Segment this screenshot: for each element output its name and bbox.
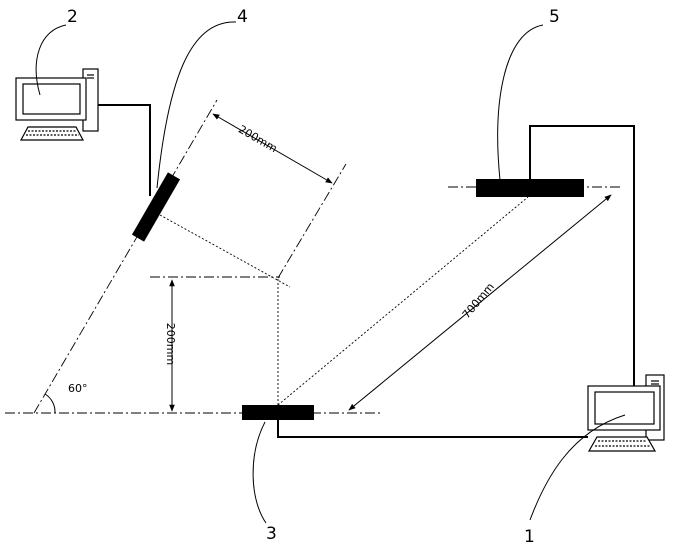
device-4-bar [132,172,180,241]
leader-5 [498,25,543,180]
beam-device3-to-device5 [278,197,528,405]
device-3-bar [242,405,314,420]
dimension-label-700mm: 700mm [460,280,497,321]
label-2: 2 [67,7,78,27]
dimension-label-200mm-vertical: 200mm [164,323,177,365]
device-5-bar [476,179,584,197]
leader-3 [253,422,266,523]
cables [98,105,634,437]
parallel-incline-axis [278,164,346,278]
leader-lines [36,22,625,523]
angle-arc [45,394,55,413]
angle-label: 60° [68,382,88,395]
computer-1-icon [588,375,664,451]
leader-4 [157,22,236,188]
beam-device4-perpendicular [160,215,290,287]
leader-1 [530,415,625,520]
dimension-label-200mm-incline: 200mm [236,123,279,155]
label-3: 3 [266,524,277,544]
label-4: 4 [237,7,248,27]
device-bars [132,172,584,420]
label-5: 5 [549,7,560,27]
cable-device3-to-computer1 [278,420,588,437]
cable-computer2-to-device4 [98,105,150,196]
computer-2-icon [16,69,98,140]
cable-device5-to-computer1 [530,126,634,386]
incline-axis-60deg [34,100,217,413]
dimension-arrows [172,114,611,411]
label-1: 1 [524,527,535,547]
